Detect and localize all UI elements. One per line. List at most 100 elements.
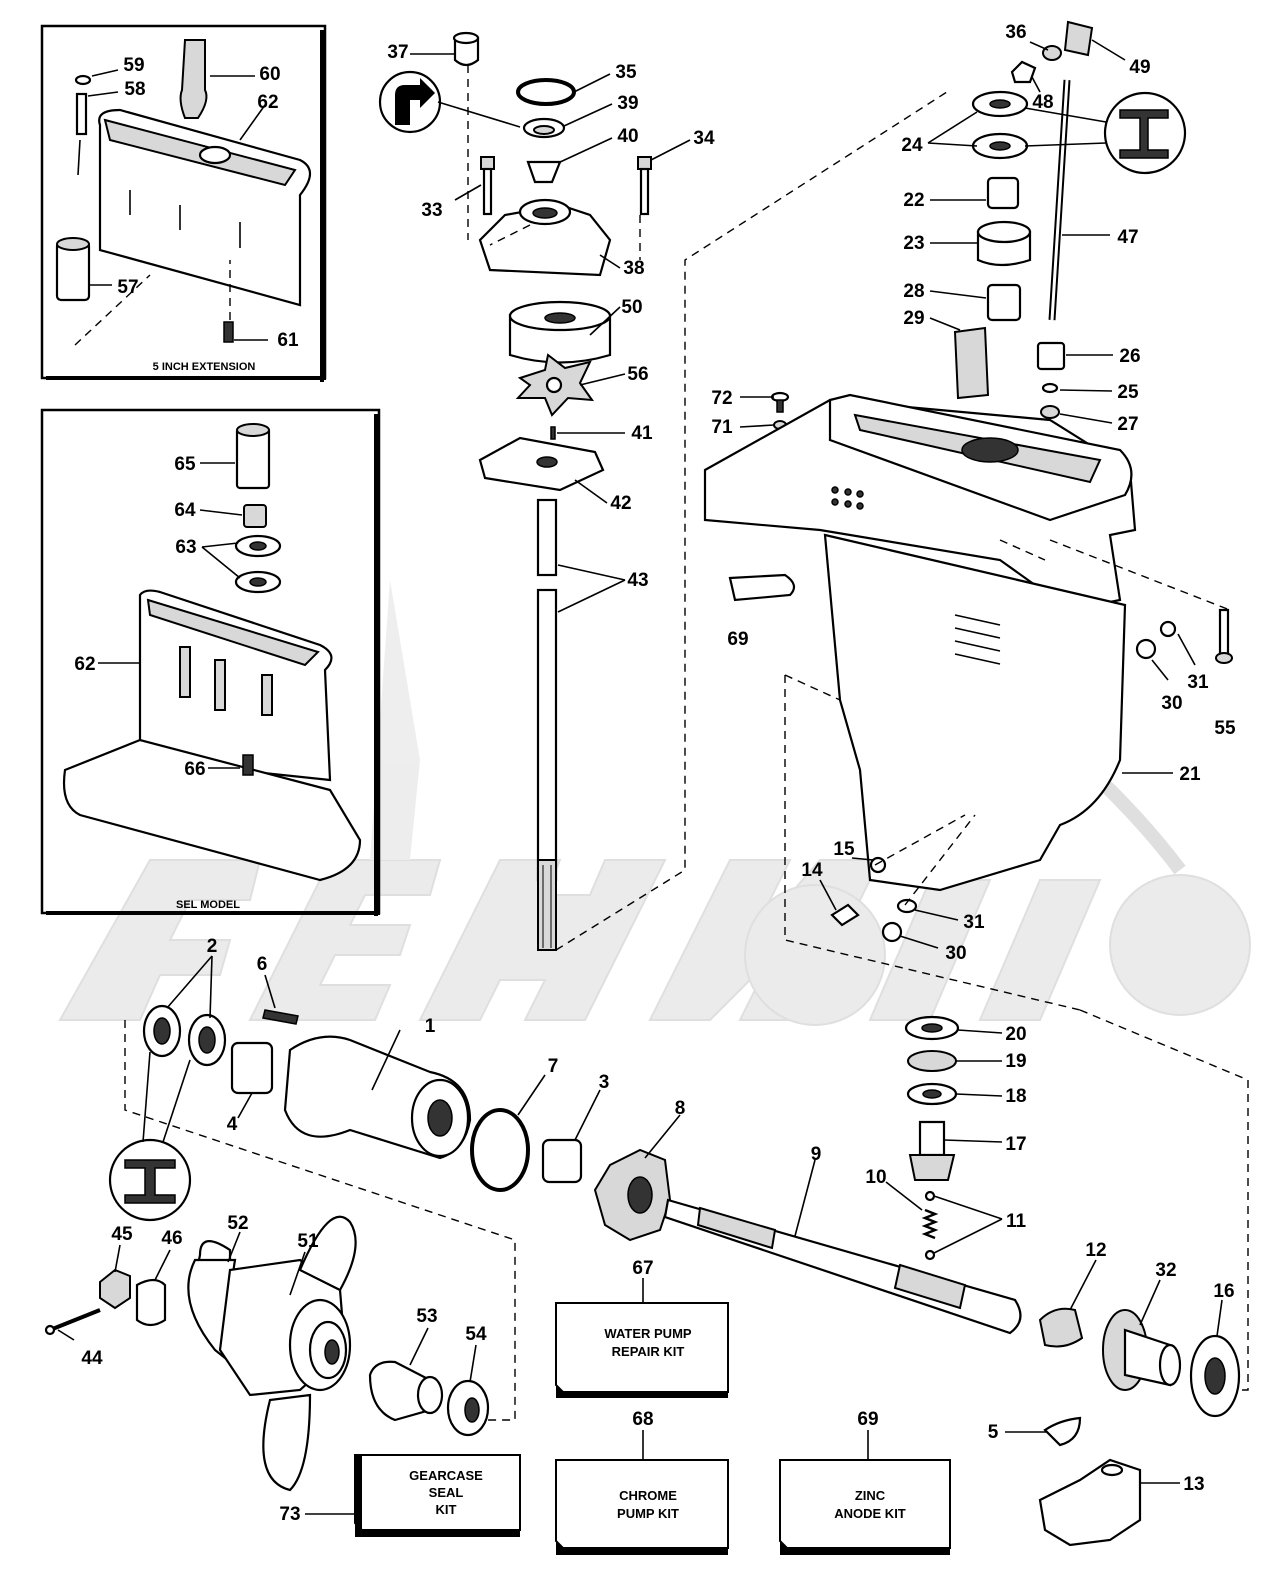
callout-label: 20 [1005,1024,1026,1045]
callout-label: 34 [693,128,715,149]
callout-label: 44 [81,1348,103,1369]
callout-label: 5 [988,1422,999,1443]
inset-caption: 5 INCH EXTENSION [153,361,256,373]
callout-label: 18 [1005,1086,1026,1107]
callout-label: 54 [465,1324,487,1345]
callout-label: 26 [1119,346,1140,367]
propshaft-assembly [108,955,1249,1547]
callout-label: 59 [123,55,144,76]
callout-label: 69 [857,1409,878,1430]
callout-label: 14 [801,860,823,881]
kit-water-pump-repair: WATER PUMP REPAIR KIT [555,1278,729,1398]
callout-label: 8 [675,1098,686,1119]
kit-chrome-pump: CHROME PUMP KIT [555,1430,729,1555]
callout-label: 60 [259,64,280,85]
callout-label: 45 [111,1224,133,1245]
kit-label-line3: KIT [436,1502,457,1517]
callout-label: 52 [227,1213,248,1234]
callout-label: 30 [1161,693,1182,714]
kit-label-line2: PUMP KIT [617,1506,679,1521]
callout-label: 31 [1187,672,1209,693]
callout-label: 17 [1005,1134,1026,1155]
callout-label: 30 [945,943,966,964]
part-13-shift-yoke [1038,1458,1142,1547]
kit-label-line2: SEAL [429,1485,464,1500]
callout-label: 66 [184,759,205,780]
callout-label: 22 [903,190,924,211]
callout-label: 69 [727,629,748,650]
callout-label: 27 [1117,414,1138,435]
callout-label: 7 [548,1056,559,1077]
callout-label: 38 [623,258,644,279]
callout-label: 23 [903,233,924,254]
propeller-assembly [44,1215,490,1492]
callout-label: 71 [711,417,733,438]
callout-label: 6 [257,954,268,975]
callout-label: 65 [174,454,196,475]
callout-label: 47 [1117,227,1138,248]
kit-boxes: WATER PUMP REPAIR KIT CHROME PUMP KIT ZI… [279,1258,951,1555]
callout-label: 73 [279,1504,300,1525]
callout-label: 40 [617,126,638,147]
callout-label: 61 [277,330,299,351]
callout-label: 42 [610,493,631,514]
kit-zinc-anode: ZINC ANODE KIT [779,1430,951,1555]
callout-label: 58 [124,79,145,100]
callout-label: 64 [174,500,196,521]
callout-label: 62 [74,654,95,675]
callout-label: 39 [617,93,638,114]
callout-label: 51 [297,1231,319,1252]
callout-label: 3 [599,1072,610,1093]
part-60-sleeve [179,39,208,119]
kit-label-line1: ZINC [855,1488,886,1503]
part-29-insert [953,326,990,400]
callout-label: 63 [175,537,196,558]
gearcase-housing-assembly [703,20,1233,1011]
callout-label: 24 [901,135,923,156]
callout-label: 57 [117,277,138,298]
callout-label: 37 [387,42,408,63]
kit-label-line1: WATER PUMP [604,1326,691,1341]
water-pump-assembly [378,31,951,951]
callout-label: 32 [1155,1260,1176,1281]
callout-label: 68 [632,1409,653,1430]
sel-housing-plate [62,738,362,882]
callout-label: 21 [1179,764,1201,785]
callout-label: 25 [1117,382,1139,403]
callout-label: 9 [811,1144,822,1165]
part-12-clutch [1038,1307,1084,1348]
callout-label: 28 [903,281,924,302]
inset-extension: 5 INCH EXTENSION [40,24,327,382]
callout-label: 41 [631,423,653,444]
inset-sel-model: SEL MODEL [40,408,381,916]
callout-label: 15 [833,839,855,860]
callout-label: 67 [632,1258,653,1279]
callout-label: 12 [1085,1240,1106,1261]
callout-label: 50 [621,297,642,318]
part-49-bracket [1063,20,1094,57]
part-43-driveshaft [536,498,558,577]
extension-housing [98,108,312,307]
kit-label-line2: ANODE KIT [834,1506,906,1521]
callout-label: 72 [711,388,732,409]
callout-labels: 5958606257616564636266373539403334385056… [74,22,1236,1495]
callout-label: 13 [1183,1474,1204,1495]
watermark [58,580,1251,1026]
callout-label: 31 [963,912,985,933]
callout-label: 36 [1005,22,1026,43]
callout-label: 43 [627,570,648,591]
callout-label: 35 [615,62,637,83]
kit-label-line1: CHROME [619,1488,677,1503]
callout-label: 4 [227,1114,238,1135]
callout-label: 1 [425,1016,436,1037]
callout-label: 11 [1006,1211,1027,1232]
callout-label: 2 [207,936,218,957]
callout-label: 10 [865,1167,886,1188]
part-38-pump-housing [478,203,612,277]
callout-label: 29 [903,308,924,329]
callout-label: 62 [257,92,278,113]
callout-label: 16 [1213,1281,1234,1302]
kit-label-line2: REPAIR KIT [612,1344,685,1359]
